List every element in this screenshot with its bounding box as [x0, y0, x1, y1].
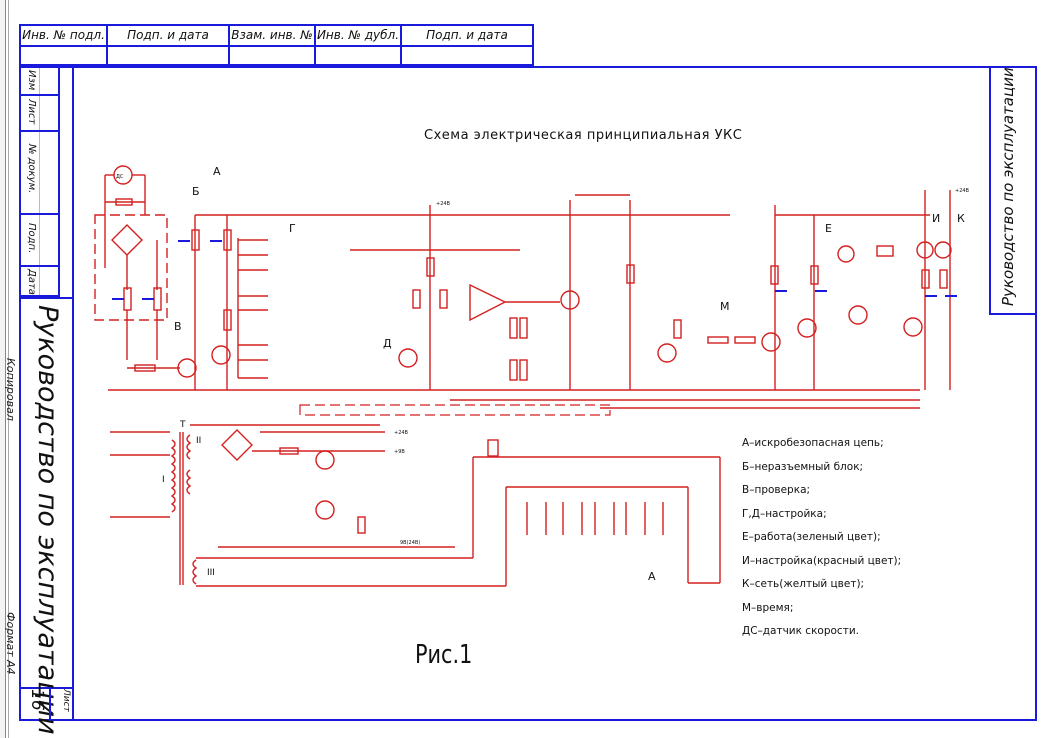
- legend-item: А–искробезопасная цепь;: [742, 437, 884, 449]
- left-stamp-sheet: 16 Лист: [21, 687, 72, 721]
- stamp-header-inv-dubl: Инв. № дубл.: [316, 26, 402, 45]
- left-stamp-cell-data: Дата: [21, 267, 58, 297]
- left-stamp-title-cell: Руководство по эксплуатации: [21, 297, 72, 735]
- left-stamp: Изм Лист № докум. Подп. Дата Руководство…: [19, 66, 74, 735]
- callout-b: Б: [192, 185, 200, 198]
- legend-item: В–проверка;: [742, 484, 811, 496]
- stamp-header-podp-data-2: Подп. и дата: [426, 28, 508, 42]
- left-stamp-cell-doc: № докум.: [21, 132, 58, 215]
- net-label-9v: +9В: [394, 449, 405, 455]
- stamp-value-vzam-inv: [230, 47, 316, 66]
- schematic-title: Схема электрическая принципиальная УКС: [424, 128, 743, 143]
- legend-item: Е–работа(зеленый цвет);: [742, 531, 881, 543]
- winding-iii: III: [207, 568, 215, 578]
- schematic-wires: [94, 165, 952, 587]
- callout-e: Е: [825, 222, 832, 235]
- net-label-24v-3: +24В: [955, 188, 970, 194]
- left-stamp-cell-podp: Подп.: [21, 215, 58, 267]
- callout-a: А: [213, 165, 221, 178]
- stamp-value-podp-data: [108, 47, 230, 66]
- legend-item: Б–неразъемный блок;: [742, 460, 864, 473]
- left-stamp-cell-izm: Изм: [21, 68, 58, 96]
- callout-t: Т: [179, 420, 186, 430]
- top-stamp: Инв. № подл. Подп. и дата Взам. инв. № И…: [19, 24, 534, 66]
- net-label-24v-2: +24В: [394, 430, 409, 436]
- net-label-24v: +24В: [436, 201, 451, 207]
- winding-ii: II: [196, 436, 201, 446]
- sensor-ds-label: ДС: [116, 174, 124, 180]
- stamp-header-inv-podl: Инв. № подл.: [21, 26, 108, 45]
- legend-item: К–сеть(желтый цвет);: [742, 578, 865, 590]
- right-title-box: Руководство по эксплуатации: [989, 66, 1037, 315]
- winding-i: I: [162, 475, 165, 485]
- legend: А–искробезопасная цепь; Б–неразъемный бл…: [742, 436, 901, 648]
- legend-item: И–настройка(красный цвет);: [742, 554, 902, 567]
- figure-caption: Рис.1: [415, 640, 473, 670]
- callout-m: М: [720, 300, 730, 313]
- terminal-contacts: [526, 502, 664, 535]
- callout-v: В: [174, 320, 182, 333]
- scan-edge-line: [8, 0, 9, 738]
- schematic-blue-marks: [112, 240, 957, 300]
- net-label-9v-24v: 9В(24В): [400, 540, 420, 546]
- stamp-header-vzam-inv: Взам. инв. №: [230, 26, 316, 45]
- stamp-value-inv-dubl: [316, 47, 402, 66]
- legend-item: М–время;: [742, 601, 794, 614]
- callout-d: Д: [383, 337, 392, 350]
- stamp-value-inv-podl: [21, 47, 108, 66]
- scan-edge: [0, 0, 6, 738]
- left-stamp-cell-list: Лист: [21, 96, 58, 132]
- callout-a-bottom: А: [648, 570, 656, 583]
- schematic-callouts: А Б В Г Д Е И К М Т I II III ДС А: [116, 165, 965, 583]
- callout-g: Г: [289, 222, 296, 235]
- legend-item: Г,Д–настройка;: [742, 507, 827, 520]
- net-labels: +24В +24В +9В +24В 9В(24В): [394, 188, 970, 546]
- stamp-header-podp-data: Подп. и дата: [108, 26, 230, 45]
- legend-item: ДС–датчик скорости.: [742, 625, 859, 637]
- callout-i: И: [932, 212, 940, 225]
- callout-k: К: [957, 212, 965, 225]
